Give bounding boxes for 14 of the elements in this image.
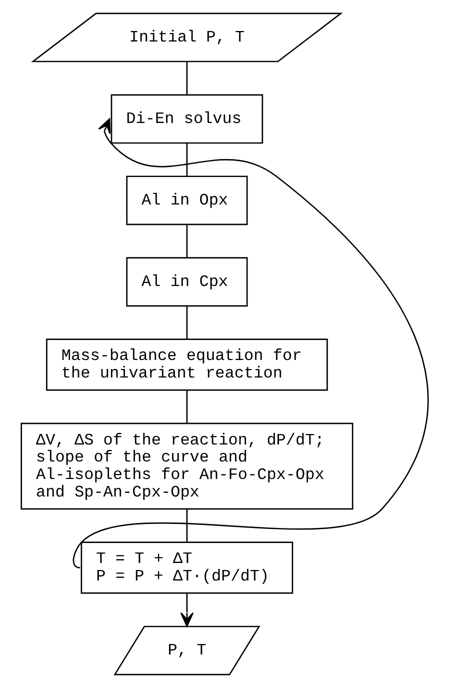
connector <box>186 143 188 176</box>
node-box: ΔV, ΔS of the reaction, dP/dT; slope of the curve and Al-isopleths for An-Fo-Cpx-Opx and Sp-An-Cpx-Opx <box>20 422 353 510</box>
arrow <box>180 593 194 627</box>
node-box: Mass-balance equation for the univariant reaction <box>46 338 328 391</box>
connector <box>186 306 188 340</box>
node-box: Di-En solvus <box>110 94 263 144</box>
connector <box>186 62 188 95</box>
connector <box>186 390 188 424</box>
arrow <box>72 118 428 568</box>
node-box: Al in Opx <box>126 176 248 226</box>
node-box: T = T + ΔT P = P + ΔT·(dP/dT) <box>80 542 293 594</box>
node-box: Al in Cpx <box>126 257 248 307</box>
connector <box>186 509 188 542</box>
connector <box>186 224 188 258</box>
